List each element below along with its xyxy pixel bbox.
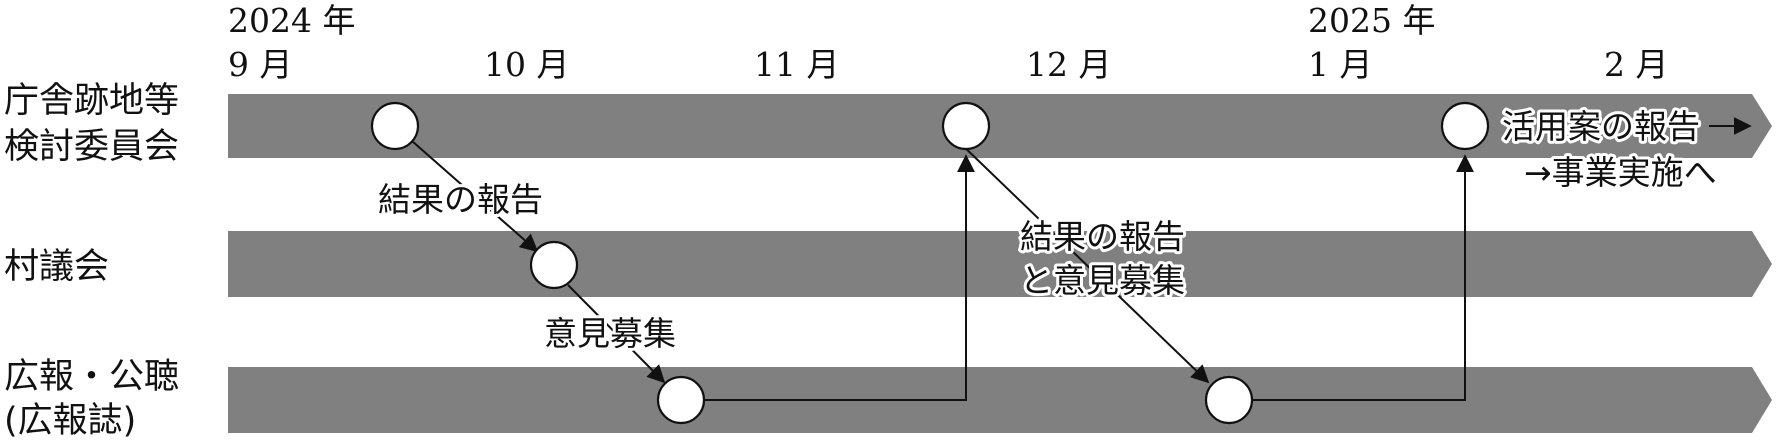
month-label-feb: 2 月 bbox=[1604, 45, 1669, 84]
event-node-committee-jan bbox=[1440, 101, 1490, 151]
annotation-final-step-line2: →事業実施へ bbox=[1524, 153, 1717, 192]
connector-council-to-pr bbox=[567, 284, 666, 384]
lane-label-committee-line1: 庁舎跡地等 bbox=[4, 81, 179, 121]
timeline-header: 2024 年 2025 年 9 月 10 月 11 月 12 月 1 月 2 月 bbox=[228, 1, 1669, 84]
annotation-final-step-line1: 活用案の報告 bbox=[1502, 107, 1700, 146]
month-label-dec: 12 月 bbox=[1026, 45, 1111, 84]
annotation-report-results-1: 結果の報告 bbox=[378, 180, 543, 219]
lane-label-village-council: 村議会 bbox=[4, 247, 109, 287]
connector-pr-to-committee-dec bbox=[704, 154, 975, 401]
event-node-pr-jan bbox=[1204, 375, 1254, 425]
lane-labels: 庁舎跡地等 検討委員会 村議会 広報・公聴 (広報誌) bbox=[4, 81, 179, 441]
lane-label-public-relations-line2: (広報誌) bbox=[4, 401, 136, 441]
connector-committee-to-council bbox=[411, 140, 539, 253]
event-node-committee-sep bbox=[370, 101, 420, 151]
connector-committee-to-pr-jan bbox=[957, 140, 1210, 384]
lane-band-public-relations bbox=[228, 367, 1772, 433]
year-label-2024: 2024 年 bbox=[228, 1, 355, 40]
lane-band-committee bbox=[228, 94, 1772, 158]
annotation-solicit-opinions-1: 意見募集 bbox=[544, 314, 676, 353]
lane-band-village-council bbox=[228, 231, 1772, 297]
event-node-committee-dec bbox=[941, 101, 991, 151]
event-node-pr-nov bbox=[656, 375, 706, 425]
event-node-council-oct bbox=[529, 240, 579, 290]
month-label-sep: 9 月 bbox=[228, 45, 293, 84]
month-label-jan: 1 月 bbox=[1308, 45, 1373, 84]
month-label-nov: 11 月 bbox=[754, 45, 839, 84]
annotation-report-and-solicit-line2: と意見募集 bbox=[1020, 261, 1185, 300]
connector-pr-to-committee-jan bbox=[1252, 154, 1474, 401]
lane-label-public-relations-line1: 広報・公聴 bbox=[4, 357, 179, 397]
annotation-report-and-solicit-line1: 結果の報告 bbox=[1020, 217, 1185, 256]
lane-label-committee-line2: 検討委員会 bbox=[4, 127, 179, 167]
year-label-2025: 2025 年 bbox=[1308, 1, 1435, 40]
month-label-oct: 10 月 bbox=[484, 45, 569, 84]
